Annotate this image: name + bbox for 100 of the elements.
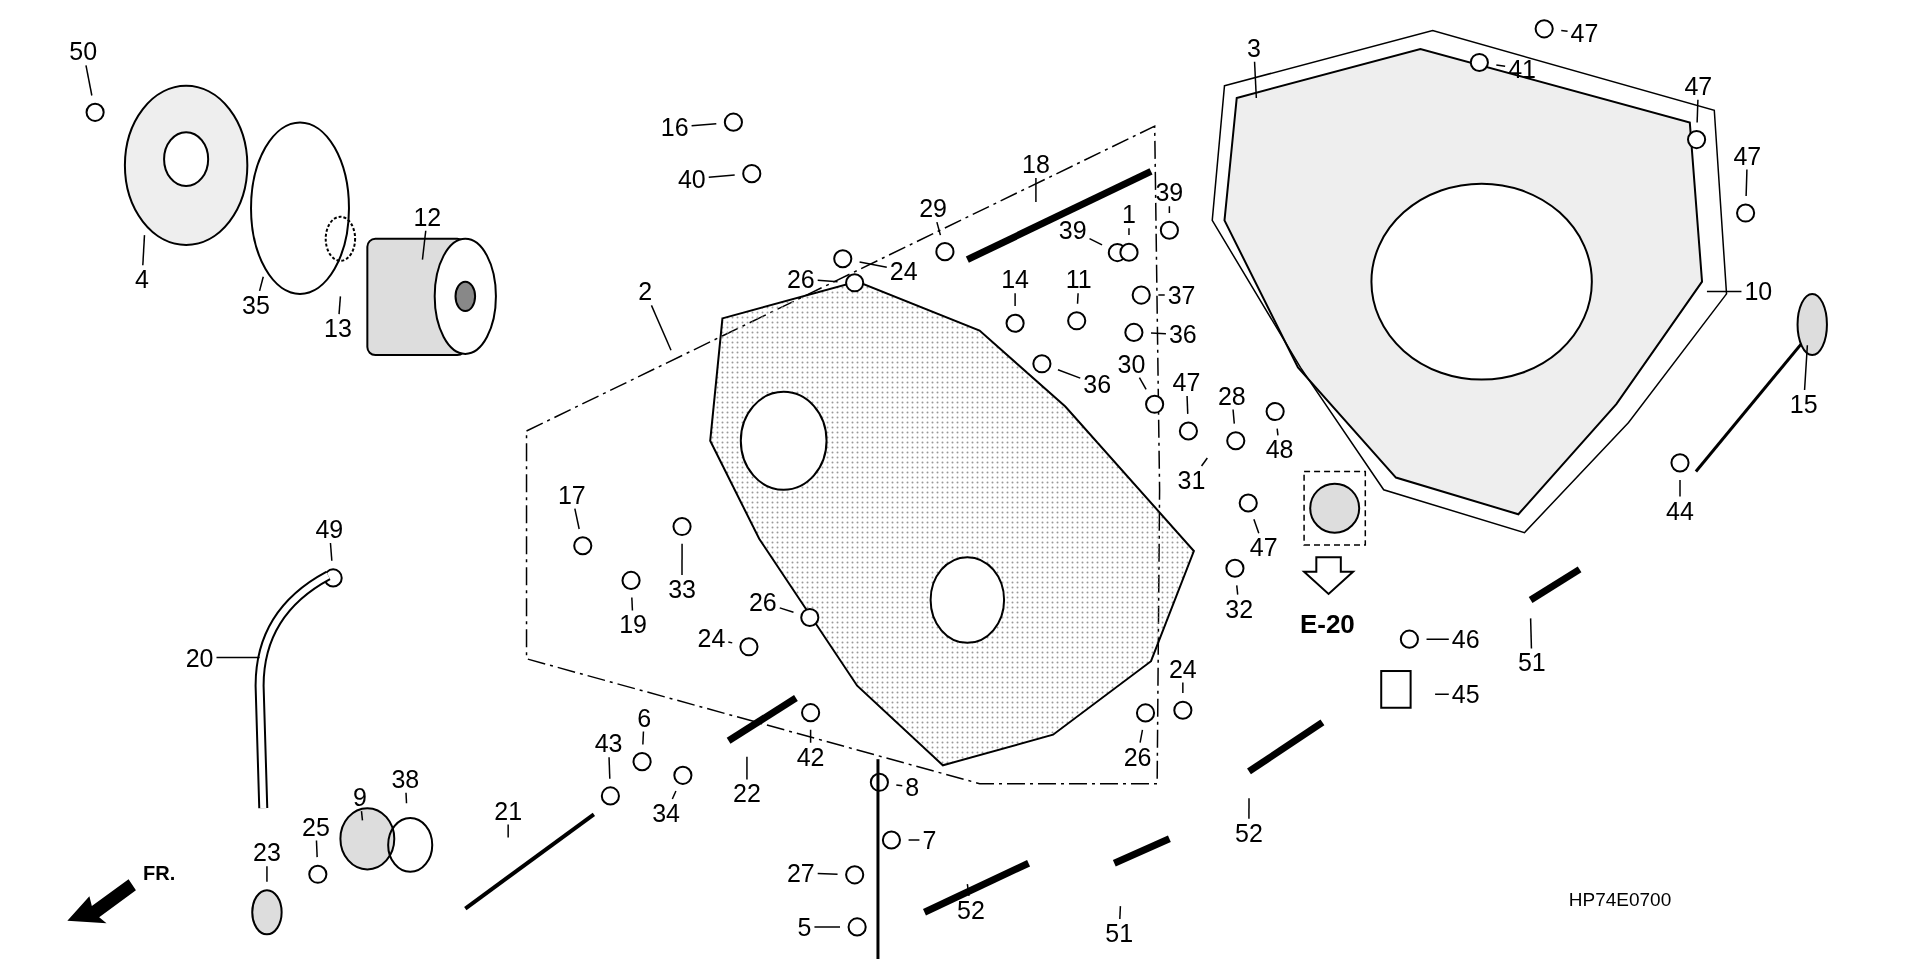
leader-line [816, 279, 839, 283]
leader-line [1276, 427, 1279, 437]
callout-number: 9 [351, 784, 369, 811]
leader-line [142, 234, 146, 266]
leader-line [690, 122, 718, 127]
leader-line [1076, 292, 1079, 305]
callout-number: 4 [133, 266, 151, 293]
leader-line [1248, 797, 1250, 820]
callout-number: 19 [617, 611, 649, 638]
leader-line [1139, 729, 1144, 744]
callout-number: 40 [675, 165, 708, 192]
leader-line [1088, 237, 1103, 246]
leader-line [360, 810, 364, 822]
callout-number: 51 [1103, 920, 1136, 947]
callout-number: 46 [1449, 626, 1482, 653]
callout-number: 23 [251, 839, 283, 866]
callout-number: 47 [1682, 72, 1715, 99]
leader-line [215, 656, 261, 659]
leader-line [650, 304, 672, 351]
callout-number: 45 [1449, 681, 1482, 708]
leader-line [405, 792, 408, 804]
callout-number: 27 [784, 860, 817, 887]
leader-line [858, 261, 888, 269]
callout-number: 30 [1115, 350, 1148, 377]
leader-line [315, 839, 318, 858]
callout-number: 29 [917, 195, 949, 222]
leader-line [1138, 376, 1147, 391]
reference-code: E-20 [1299, 609, 1355, 640]
leader-line [1035, 177, 1037, 203]
callout-number: 3 [1244, 34, 1263, 61]
callout-number: 31 [1175, 467, 1208, 493]
leader-line [816, 872, 839, 876]
leader-line [85, 64, 93, 97]
callout-number: 43 [592, 730, 625, 757]
leader-line [258, 276, 264, 292]
callout-number: 25 [300, 813, 332, 840]
callout-number: 17 [555, 481, 588, 508]
callout-number: 12 [411, 203, 444, 230]
callout-number: 5 [795, 913, 814, 940]
leader-line [1803, 344, 1809, 391]
leader-line [727, 641, 733, 644]
callout-number: 26 [746, 589, 779, 616]
callout-number: 21 [492, 797, 525, 824]
leader-line [1425, 638, 1450, 640]
drawing-code: HP74E0700 [1568, 889, 1672, 911]
callout-number: 37 [1165, 282, 1198, 309]
callout-number: 24 [887, 257, 920, 284]
leader-line [809, 729, 812, 744]
leader-line [813, 926, 841, 928]
callout-number: 52 [955, 896, 987, 923]
callout-number: 38 [389, 765, 422, 792]
leader-line [1679, 479, 1681, 498]
leader-line [329, 542, 333, 562]
callout-number: 35 [240, 291, 272, 318]
leader-line [966, 883, 970, 897]
leader-line [338, 295, 342, 315]
callout-number: 39 [1056, 217, 1089, 244]
callout-number: 39 [1153, 179, 1186, 206]
callout-number: 49 [313, 515, 346, 542]
callout-number: 13 [322, 315, 354, 342]
callout-number: 26 [1121, 743, 1154, 770]
leader-line [1014, 292, 1016, 307]
callout-number: 36 [1081, 371, 1114, 398]
callout-number: 34 [650, 800, 682, 827]
leader-line [608, 756, 611, 780]
leader-line [1696, 98, 1699, 124]
leader-line [1253, 518, 1260, 535]
leader-line [631, 596, 634, 612]
leader-line [1745, 168, 1748, 197]
callout-number: 47 [1247, 534, 1280, 561]
leader-line [1150, 332, 1167, 335]
callout-number: 11 [1063, 266, 1094, 293]
leader-line [507, 823, 509, 839]
leader-line [1434, 693, 1450, 696]
leader-line [1182, 681, 1184, 694]
leader-line [1200, 457, 1209, 467]
callout-number: 2 [636, 278, 655, 305]
callout-number: 16 [658, 114, 691, 141]
leader-line [421, 230, 427, 261]
direction-label: FR. [143, 861, 176, 885]
callout-number: 32 [1223, 595, 1256, 622]
callout-number: 44 [1664, 497, 1696, 524]
leader-line [1119, 905, 1122, 920]
callout-number: 42 [794, 743, 827, 770]
leader-line [1186, 395, 1189, 415]
callout-number: 52 [1233, 819, 1265, 846]
callout-number: 28 [1215, 382, 1248, 409]
leader-line [681, 542, 683, 576]
leader-line [671, 790, 677, 800]
leader-line [708, 174, 736, 179]
callout-number: 47 [1170, 369, 1203, 396]
callout-number: 8 [903, 774, 922, 801]
callout-number: 50 [67, 38, 100, 65]
leader-line [1057, 369, 1081, 379]
callout-number: 20 [183, 644, 216, 671]
leader-line [1529, 617, 1533, 650]
leader-line [266, 865, 268, 883]
leader-line [1495, 64, 1506, 67]
leader-line [1232, 408, 1236, 425]
callout-number: 47 [1568, 20, 1601, 47]
